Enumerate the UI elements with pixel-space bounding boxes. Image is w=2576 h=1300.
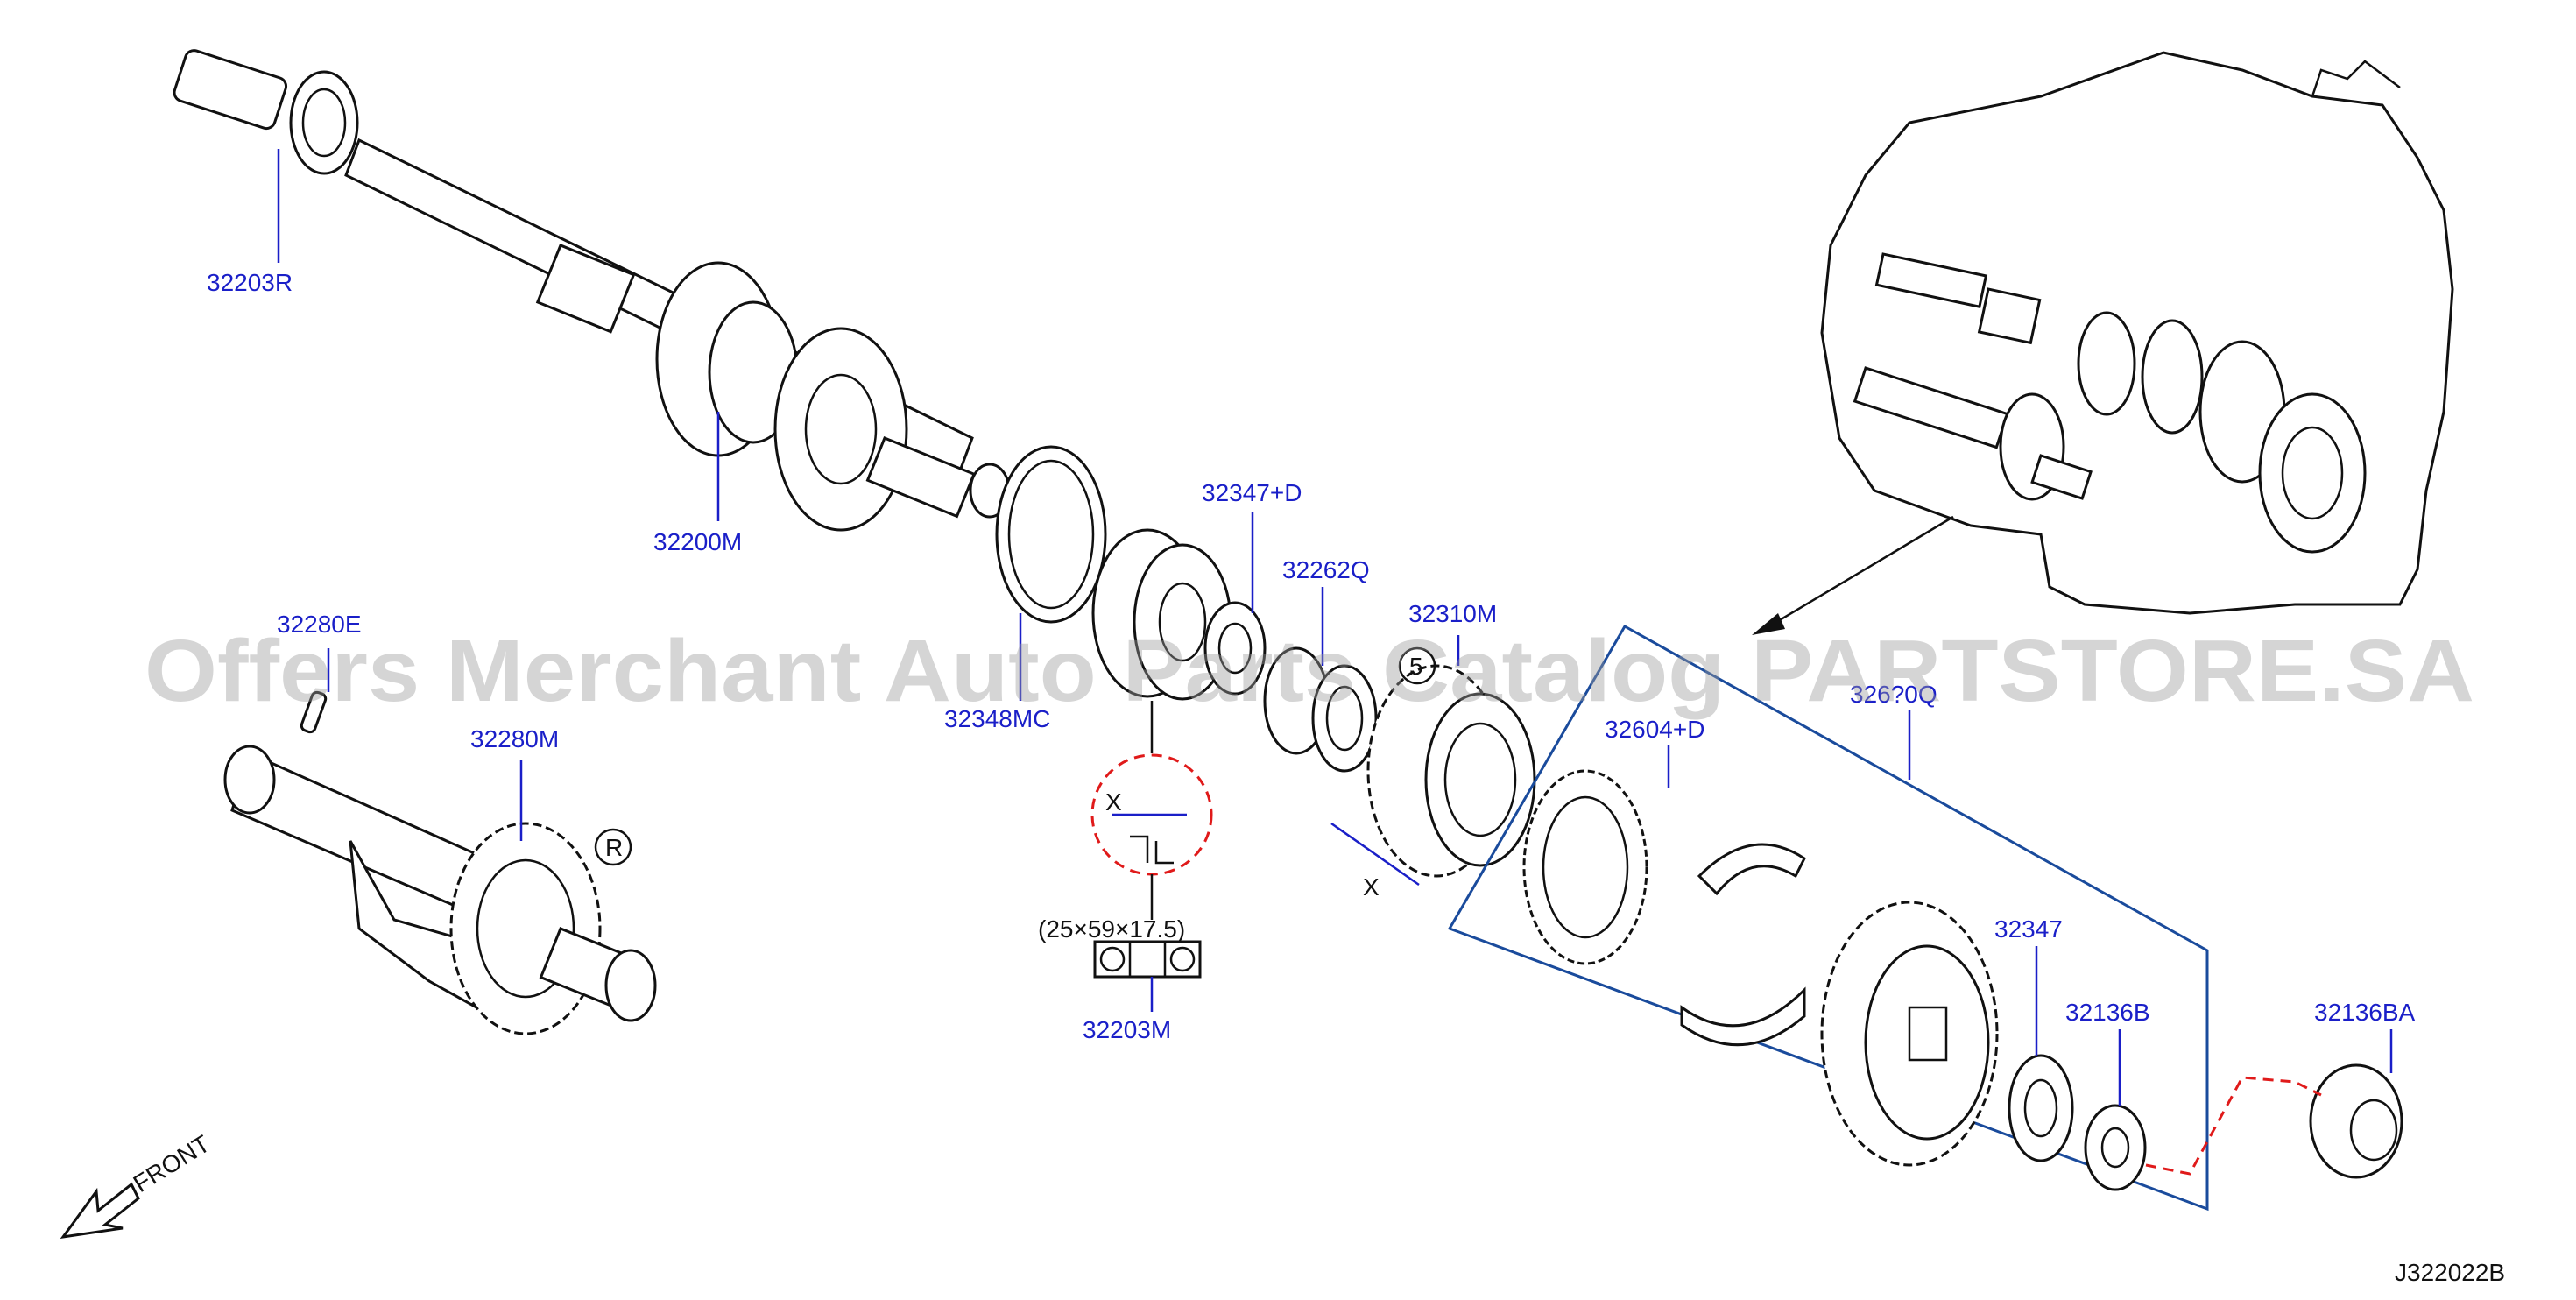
nut-32136B: [2084, 1104, 2147, 1191]
bushing-32262Q: [1263, 646, 1378, 773]
bearing-size-text: (25×59×17.5): [1038, 915, 1185, 943]
bearing-section-symbol: [1093, 940, 1202, 979]
label-32136B[interactable]: 32136B: [2065, 999, 2150, 1026]
label-32610Q[interactable]: 326?0Q: [1850, 681, 1937, 708]
nut-callout-line: [2145, 1076, 2322, 1176]
input-shaft-bearing-32203R: [173, 49, 359, 175]
washer-32347D: [1203, 601, 1267, 696]
reverse-idler-32280M: [223, 745, 657, 1035]
lock-washer-32347: [2008, 1054, 2074, 1162]
label-32262Q[interactable]: 32262Q: [1282, 556, 1370, 583]
label-32203R[interactable]: 32203R: [207, 269, 293, 296]
main-shaft-32200M: [344, 138, 1011, 532]
pin-32280E: [300, 690, 328, 734]
clearance-profile: [1130, 835, 1174, 865]
inset-arrow-line: [1768, 515, 1954, 628]
baulk-ring-32604D: [1522, 769, 1648, 965]
detail-x-label: X: [1105, 788, 1122, 816]
front-label: FRONT: [129, 1130, 215, 1198]
label-32604D[interactable]: 32604+D: [1605, 716, 1704, 743]
label-32280E[interactable]: 32280E: [277, 611, 362, 638]
circle-r-text: R: [605, 834, 623, 861]
label-32280M[interactable]: 32280M: [470, 725, 559, 752]
label-32200M[interactable]: 32200M: [653, 528, 742, 555]
circle-5-marker: [1398, 646, 1436, 685]
nut-32136BA: [2309, 1063, 2403, 1179]
label-32310M[interactable]: 32310M: [1408, 600, 1497, 627]
label-32347[interactable]: 32347: [1994, 915, 2063, 943]
front-arrow-icon: [60, 1182, 140, 1240]
label-32203M[interactable]: 32203M: [1083, 1016, 1171, 1043]
snap-ring-32348MC: [995, 445, 1107, 624]
synchro-hub-sleeve: [1820, 901, 1999, 1167]
diagram-code: J322022B: [2395, 1259, 2505, 1286]
label-32347D[interactable]: 32347+D: [1202, 479, 1302, 506]
gear-dimension-line: [1330, 822, 1420, 887]
inset-arrow-head: [1752, 613, 1785, 635]
synchronizer-assembly-frame: [1447, 624, 2209, 1212]
spring-inserts: [1680, 843, 1806, 1047]
circle-5-text: 5: [1409, 653, 1423, 680]
gear-x-label: X: [1363, 873, 1380, 901]
gear-32310M: [1366, 664, 1536, 878]
label-32348MC[interactable]: 32348MC: [944, 705, 1050, 732]
circle-r-marker: [594, 828, 632, 866]
transmission-case-inset: [1820, 51, 2454, 615]
watermark-text: Offers Merchant Auto Parts Catalog PARTS…: [145, 622, 2474, 720]
label-32136BA[interactable]: 32136BA: [2314, 999, 2416, 1026]
